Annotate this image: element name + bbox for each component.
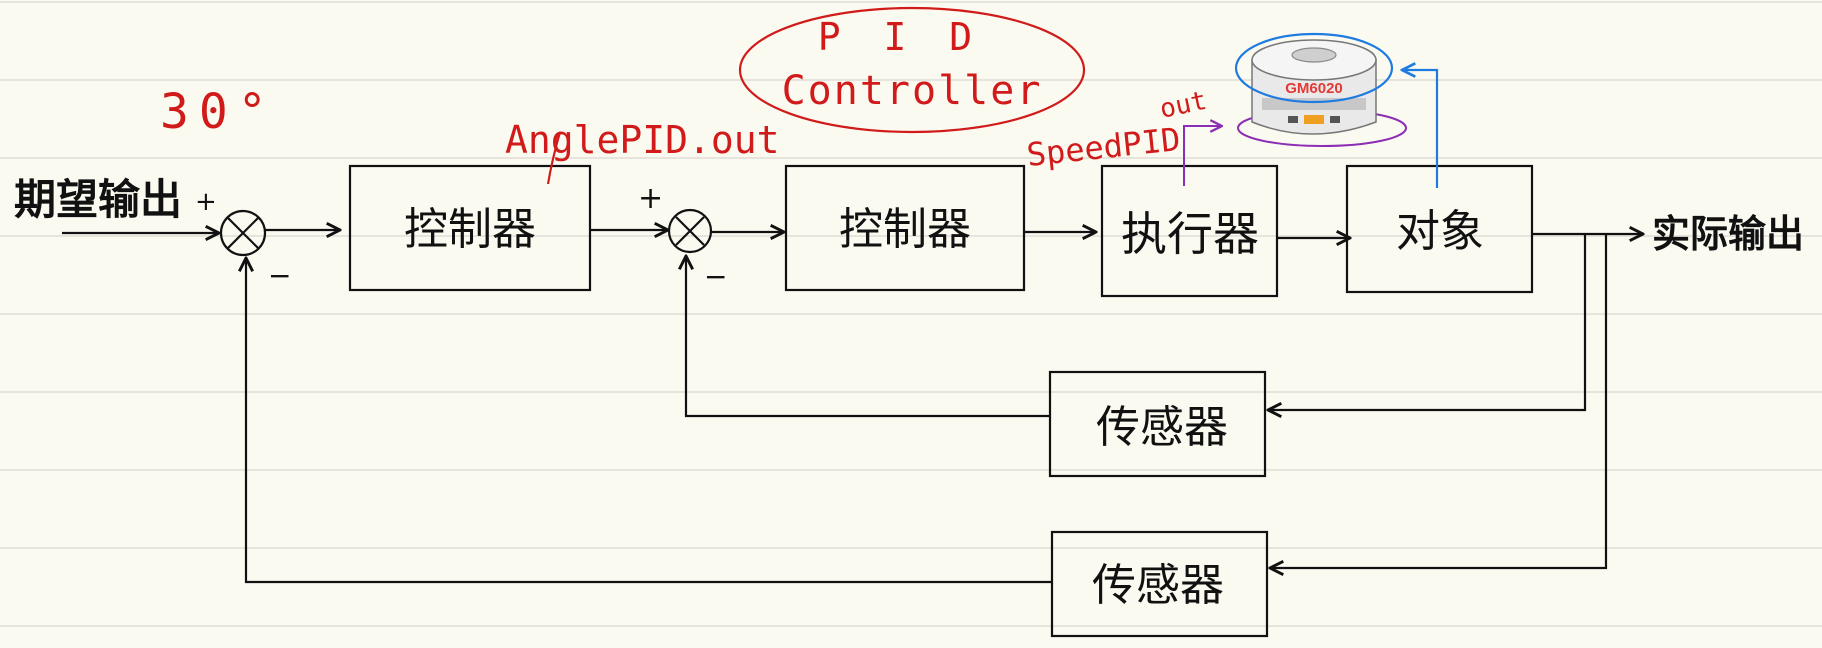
desired-output-label: 期望输出 xyxy=(14,175,182,224)
motor-model-label: GM6020 xyxy=(1285,80,1343,97)
pid-title-line1: P I D xyxy=(818,15,982,59)
angle-pid-out-annotation: AnglePID.out xyxy=(505,118,780,162)
actuator-to-motor-arrow xyxy=(1183,126,1222,186)
inner-summing-junction-icon xyxy=(667,208,713,254)
outer-sensor-box xyxy=(1050,530,1269,638)
inner-sensor-box xyxy=(1048,370,1267,478)
plant-to-motor-arrow xyxy=(1402,70,1439,188)
outer-minus-sign: − xyxy=(268,259,291,292)
pid-title-line2: Controller xyxy=(782,68,1043,114)
inner-controller-label: 控制器 xyxy=(839,204,971,255)
plant-label: 对象 xyxy=(1396,206,1484,257)
gm6020-motor-icon: GM6020 xyxy=(1251,39,1377,135)
paper-rule-lines xyxy=(0,1,1822,627)
actuator-label: 执行器 xyxy=(1121,207,1259,261)
outer-sensor-label: 传感器 xyxy=(1092,560,1224,611)
speed-pid-out-sub-annotation: out xyxy=(1157,86,1209,125)
setpoint-angle-annotation: 30° xyxy=(160,84,277,140)
inner-feedback-loop xyxy=(686,234,1587,478)
outer-feedback-loop xyxy=(246,234,1608,638)
forward-path xyxy=(62,164,1643,298)
actual-output-label: 实际输出 xyxy=(1652,212,1804,256)
plant-box xyxy=(1345,164,1534,294)
outer-controller-label: 控制器 xyxy=(404,204,536,255)
motor-rotor-highlight xyxy=(1234,32,1394,104)
angle-pid-pointer xyxy=(546,131,562,185)
outer-summing-junction-icon xyxy=(219,209,267,257)
inner-controller-box xyxy=(784,164,1026,292)
inner-plus-sign: + xyxy=(638,181,663,216)
outer-plus-sign: + xyxy=(195,187,217,217)
actuator-box xyxy=(1100,164,1279,298)
inner-sensor-label: 传感器 xyxy=(1096,402,1228,453)
outer-controller-box xyxy=(348,164,592,292)
inner-minus-sign: − xyxy=(704,260,727,293)
pid-title-ellipse xyxy=(738,6,1086,134)
